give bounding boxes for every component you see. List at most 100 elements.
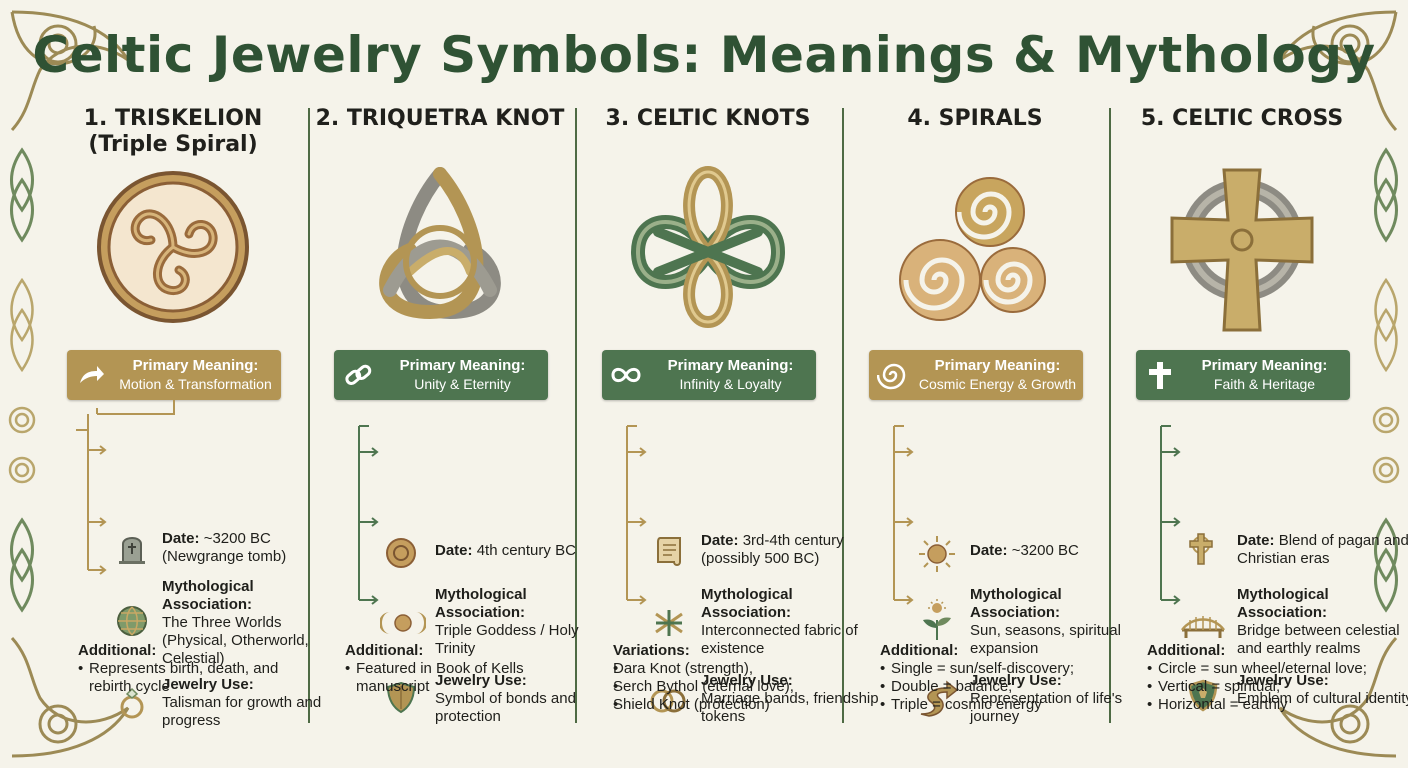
column-divider bbox=[1109, 108, 1111, 723]
primary-meaning-badge: Primary Meaning: Infinity & Loyalty bbox=[602, 350, 816, 400]
date-text: ~3200 BC (Newgrange tomb) bbox=[162, 530, 287, 565]
date-label: Date: bbox=[970, 542, 1008, 559]
connector-lines bbox=[893, 425, 914, 605]
additional-item: Serch Bythol (eternal love), bbox=[613, 678, 841, 696]
heading-text: 2. TRIQUETRA KNOT bbox=[315, 106, 565, 131]
badge-title: Primary Meaning: bbox=[934, 357, 1061, 374]
date-text: 4th century BC bbox=[476, 542, 576, 559]
date-label: Date: bbox=[435, 542, 473, 559]
additional-item: Vertical = spiritual; bbox=[1147, 678, 1375, 696]
badge-text: Faith & Heritage bbox=[1213, 376, 1316, 392]
column-triquetra: 2. TRIQUETRA KNOT Primary Meaning: Unity… bbox=[307, 100, 579, 740]
additional-item: Dara Knot (strength), bbox=[613, 660, 841, 678]
use-text: Talisman for growth and progress bbox=[162, 694, 322, 729]
date-text: Blend of pagan and Christian eras bbox=[1237, 532, 1408, 567]
additional-section: Additional: Represents birth, death, and… bbox=[78, 642, 306, 696]
column-heading: 3. CELTIC KNOTS bbox=[575, 106, 841, 132]
additional-item: Horizontal = earthly bbox=[1147, 696, 1375, 714]
badge-text: Unity & Eternity bbox=[414, 376, 511, 392]
additional-item: Circle = sun wheel/eternal love; bbox=[1147, 660, 1375, 678]
additional-section: Variations: Dara Knot (strength), Serch … bbox=[613, 642, 841, 714]
heading-text: 5. CELTIC CROSS bbox=[1140, 106, 1344, 131]
additional-section: Additional: Single = sun/self-discovery;… bbox=[880, 642, 1108, 714]
sun-icon bbox=[919, 536, 955, 572]
arrow-icon bbox=[80, 366, 104, 383]
spirals-icon bbox=[899, 177, 1046, 321]
additional-item: Represents birth, death, and rebirth cyc… bbox=[78, 660, 306, 696]
myth-label: Mythological Association: bbox=[435, 586, 527, 621]
badge-title: Primary Meaning: bbox=[667, 357, 794, 374]
column-celtic-knots: 3. CELTIC KNOTS Primary Meaning: Infinit… bbox=[575, 100, 879, 740]
globe-icon bbox=[117, 606, 147, 636]
symbol-columns: 1. TRISKELION (Triple Spiral) Primary Me… bbox=[40, 100, 1408, 740]
column-divider bbox=[308, 108, 310, 723]
primary-meaning-badge: Primary Meaning: Cosmic Energy & Growth bbox=[869, 350, 1083, 400]
page-title: Celtic Jewelry Symbols: Meanings & Mytho… bbox=[32, 26, 1376, 84]
column-heading: 4. SPIRALS bbox=[842, 106, 1108, 132]
woven-knot-icon bbox=[655, 610, 683, 636]
column-celtic-cross: 5. CELTIC CROSS Primary Meaning: Faith &… bbox=[1109, 100, 1408, 740]
infinity-icon bbox=[611, 367, 641, 383]
subheading-text: (Triple Spiral) bbox=[88, 132, 258, 157]
swirl-icon bbox=[877, 363, 906, 390]
column-divider bbox=[575, 108, 577, 723]
heading-text: 3. CELTIC KNOTS bbox=[605, 106, 811, 131]
connector-lines bbox=[76, 400, 175, 575]
myth-label: Mythological Association: bbox=[970, 586, 1062, 621]
date-label: Date: bbox=[701, 532, 739, 549]
heading-text: 4. SPIRALS bbox=[907, 106, 1043, 131]
badge-title: Primary Meaning: bbox=[132, 357, 259, 374]
heading-text: 1. TRISKELION bbox=[83, 106, 263, 131]
additional-title: Variations: bbox=[613, 642, 690, 659]
primary-meaning-badge: Primary Meaning: Faith & Heritage bbox=[1136, 350, 1350, 400]
bridge-icon bbox=[1180, 616, 1226, 638]
myth-label: Mythological Association: bbox=[1237, 586, 1329, 621]
additional-item: Double = balance; bbox=[880, 678, 1108, 696]
connector-lines bbox=[626, 425, 647, 605]
date-label: Date: bbox=[162, 530, 200, 547]
triquetra-icon bbox=[379, 167, 501, 320]
column-divider bbox=[842, 108, 844, 723]
additional-item: Featured in Book of Kells manuscript bbox=[345, 660, 573, 696]
scroll-icon bbox=[657, 537, 681, 566]
triskelion-icon bbox=[97, 171, 249, 323]
additional-title: Additional: bbox=[1147, 642, 1226, 659]
additional-title: Additional: bbox=[78, 642, 157, 659]
connector-lines bbox=[358, 425, 379, 605]
date-text: 3rd-4th century (possibly 500 BC) bbox=[701, 532, 844, 567]
chain-link-icon bbox=[345, 364, 372, 385]
cross-icon bbox=[1149, 362, 1171, 389]
column-heading: 1. TRISKELION (Triple Spiral) bbox=[40, 106, 306, 158]
celtic-knot-icon bbox=[630, 165, 786, 329]
myth-text: Interconnected fabric of existence bbox=[701, 622, 858, 657]
coin-icon bbox=[386, 538, 416, 568]
primary-meaning-badge: Primary Meaning: Unity & Eternity bbox=[334, 350, 548, 400]
connector-lines bbox=[1160, 425, 1181, 605]
additional-item: Triple = cosmic energy bbox=[880, 696, 1108, 714]
column-triskelion: 1. TRISKELION (Triple Spiral) Primary Me… bbox=[40, 100, 321, 740]
date-label: Date: bbox=[1237, 532, 1275, 549]
column-heading: 2. TRIQUETRA KNOT bbox=[307, 106, 573, 132]
column-spirals: 4. SPIRALS Primary Meaning: Cosmic Energ… bbox=[842, 100, 1122, 740]
badge-title: Primary Meaning: bbox=[1201, 357, 1328, 374]
additional-title: Additional: bbox=[345, 642, 424, 659]
additional-item: Shield Knot (protection) bbox=[613, 696, 841, 714]
additional-section: Additional: Featured in Book of Kells ma… bbox=[345, 642, 573, 696]
myth-text: Sun, seasons, spiritual expansion bbox=[970, 622, 1121, 657]
small-cross-icon bbox=[1189, 533, 1213, 565]
badge-text: Cosmic Energy & Growth bbox=[918, 376, 1077, 392]
triple-moon-icon bbox=[380, 612, 426, 634]
badge-title: Primary Meaning: bbox=[399, 357, 526, 374]
myth-label: Mythological Association: bbox=[701, 586, 793, 621]
badge-text: Infinity & Loyalty bbox=[679, 376, 782, 392]
myth-text: Triple Goddess / Holy Trinity bbox=[435, 622, 579, 657]
myth-label: Mythological Association: bbox=[162, 578, 254, 613]
myth-text: Bridge between celestial and earthly rea… bbox=[1237, 622, 1400, 657]
date-text: ~3200 BC bbox=[1011, 542, 1079, 559]
primary-meaning-badge: Primary Meaning: Motion & Transformation bbox=[67, 350, 281, 400]
celtic-cross-icon bbox=[1170, 168, 1314, 332]
additional-item: Single = sun/self-discovery; bbox=[880, 660, 1108, 678]
sprout-sun-icon bbox=[923, 599, 951, 640]
column-heading: 5. CELTIC CROSS bbox=[1109, 106, 1375, 132]
additional-title: Additional: bbox=[880, 642, 959, 659]
